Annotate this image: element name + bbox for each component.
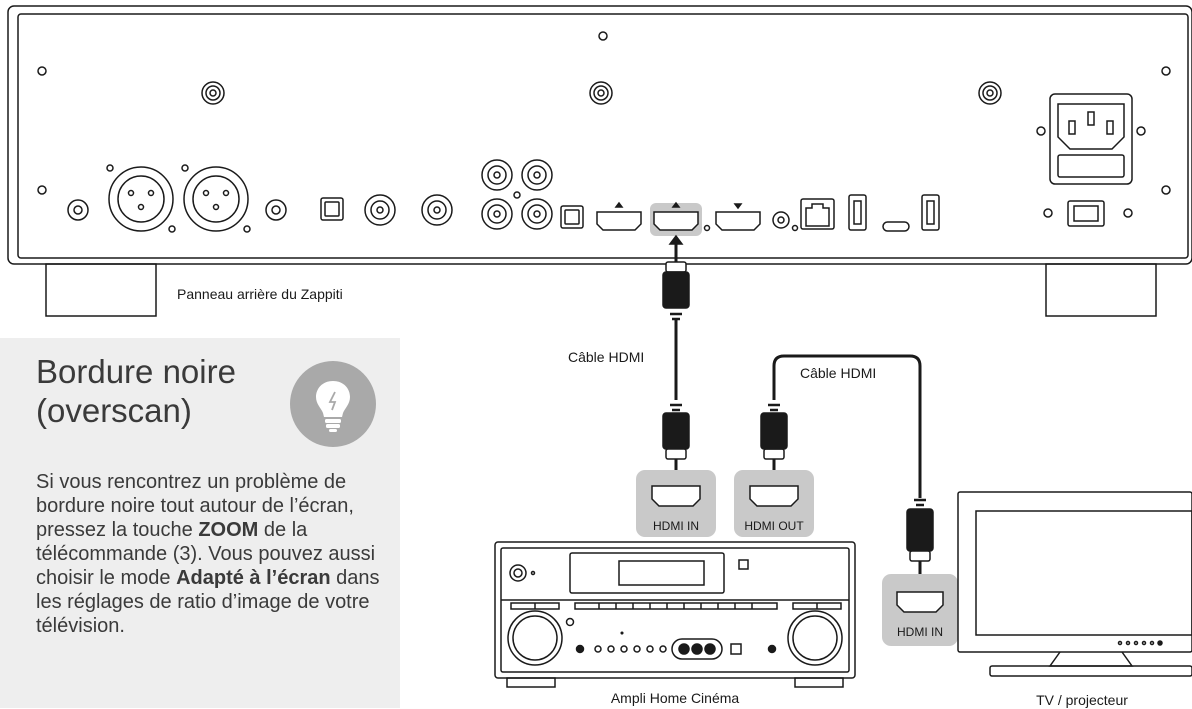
amp-hdmi-in-port bbox=[636, 470, 716, 537]
coaxial-output bbox=[364, 194, 396, 226]
rear-panel-label: Panneau arrière du Zappiti bbox=[177, 286, 343, 302]
amplifier-label: Ampli Home Cinéma bbox=[611, 690, 740, 706]
panel-foot-left bbox=[45, 263, 157, 317]
panel-foot-right bbox=[1045, 263, 1157, 317]
led-indicator bbox=[703, 224, 711, 232]
screw-hole bbox=[37, 66, 47, 76]
tv-stand bbox=[989, 651, 1192, 677]
tip-title: Bordure noire (overscan) bbox=[36, 352, 286, 430]
amp-hdmi-out-port bbox=[734, 470, 814, 537]
usb-port bbox=[848, 194, 867, 231]
power-inlet bbox=[1036, 93, 1146, 185]
amp-display bbox=[618, 560, 705, 586]
screw-hole bbox=[37, 185, 47, 195]
trigger-jack bbox=[265, 199, 287, 221]
hdmi-port-1 bbox=[596, 201, 642, 231]
amp-button-strip bbox=[510, 602, 842, 610]
hdmi-port-2 bbox=[653, 201, 699, 231]
xlr-connector-left bbox=[106, 164, 176, 233]
zappiti-rear-panel bbox=[7, 5, 1192, 317]
xlr-connector-right bbox=[181, 164, 251, 233]
coaxial-input bbox=[421, 194, 453, 226]
cable-label-left: Câble HDMI bbox=[568, 349, 644, 365]
amp-volume-knob-left bbox=[507, 610, 563, 666]
amp-power-button bbox=[509, 564, 536, 582]
rca-connector-group bbox=[481, 159, 553, 230]
amp-foot-right bbox=[794, 677, 844, 688]
screw-hole bbox=[598, 31, 608, 41]
lightbulb-icon bbox=[290, 361, 376, 447]
amp-led bbox=[738, 559, 749, 570]
amp-front-inputs bbox=[575, 638, 777, 660]
screw-hole bbox=[1161, 185, 1171, 195]
tv-projector bbox=[957, 491, 1192, 677]
antenna-connector bbox=[978, 81, 1002, 105]
hdmi-in-label: HDMI IN bbox=[653, 519, 699, 533]
amp-display-frame bbox=[569, 552, 725, 594]
tip-text-zoom: ZOOM bbox=[198, 519, 259, 541]
antenna-connector bbox=[589, 81, 613, 105]
amp-sensor bbox=[565, 617, 575, 627]
antenna-connector bbox=[201, 81, 225, 105]
home-cinema-amplifier bbox=[494, 541, 856, 688]
optical-output bbox=[320, 197, 344, 221]
trigger-jack bbox=[67, 199, 89, 221]
tv-control-dots bbox=[1117, 640, 1163, 646]
tip-text-part: dans les réglages de ratio d’image de vo… bbox=[36, 567, 380, 637]
led-indicator bbox=[791, 224, 799, 232]
tip-text: Si vous rencontrez un problème de bordur… bbox=[36, 470, 386, 638]
power-switch bbox=[1043, 200, 1133, 227]
optical-input bbox=[560, 205, 584, 229]
hdmi-cable-amp-to-tv bbox=[760, 354, 934, 588]
hdmi-cable-player-to-amp bbox=[662, 234, 690, 486]
ethernet-port bbox=[800, 198, 835, 230]
usb-c-port bbox=[882, 221, 910, 232]
ir-jack bbox=[772, 211, 790, 229]
tip-text-part: de la télécommande (3). Vous pouvez auss… bbox=[36, 519, 376, 589]
tv-label: TV / projecteur bbox=[1036, 692, 1128, 708]
usb-port bbox=[921, 194, 940, 231]
tip-title-line1: Bordure noire bbox=[36, 353, 236, 390]
amp-foot-left bbox=[506, 677, 556, 688]
tip-text-part: Si vous rencontrez un problème de bordur… bbox=[36, 471, 354, 541]
hdmi-out-label: HDMI OUT bbox=[744, 519, 804, 533]
screw-hole bbox=[1161, 66, 1171, 76]
tip-text-fit-mode: Adapté à l’écran bbox=[176, 567, 331, 589]
tv-hdmi-in-port bbox=[882, 574, 958, 646]
tv-screen bbox=[975, 510, 1192, 636]
hdmi-port-3 bbox=[715, 203, 761, 231]
tv-hdmi-in-label: HDMI IN bbox=[897, 625, 943, 639]
tip-title-line2: (overscan) bbox=[36, 392, 192, 429]
amp-volume-knob-right bbox=[787, 610, 843, 666]
cable-label-right: Câble HDMI bbox=[800, 365, 876, 381]
